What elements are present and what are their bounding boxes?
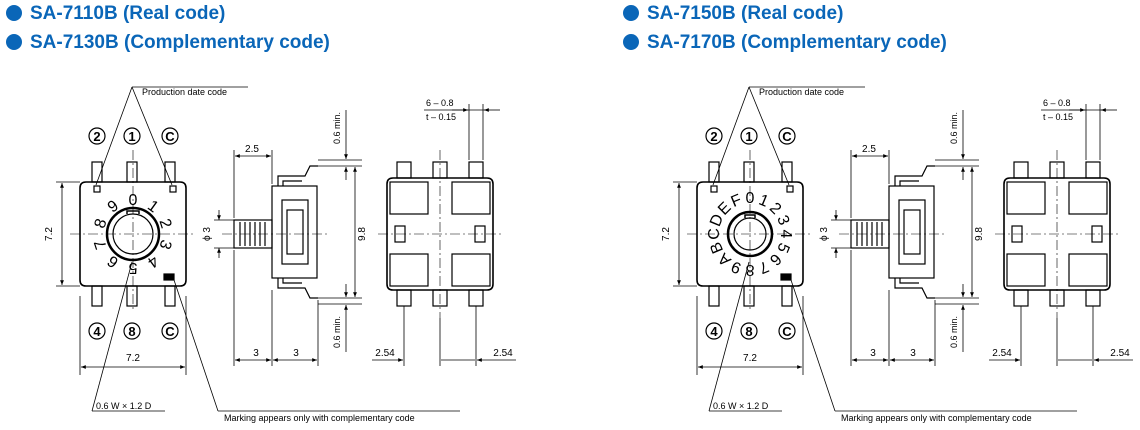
dim-pitch: 2.54 <box>1110 348 1130 359</box>
dial-digit: C <box>706 228 723 240</box>
dim-overall-height: 9.8 <box>357 227 368 241</box>
side-view-right <box>839 165 947 299</box>
pin-label-top: 2 <box>710 129 717 144</box>
lead-thickness-label: t – 0.15 <box>426 112 456 122</box>
pin-label-bottom: 8 <box>128 324 135 339</box>
dial-digit: 9 <box>105 197 122 216</box>
marking-note-label: Marking appears only with complementary … <box>224 413 415 423</box>
pin-label-bottom: C <box>782 324 792 339</box>
switch-body <box>79 181 187 287</box>
dial-digit: 8 <box>745 261 754 278</box>
dim-half-width: 3 <box>253 348 259 359</box>
heading-left-2: SA-7130B (Complementary code) <box>6 33 330 53</box>
pin-label-bottom: 8 <box>745 324 752 339</box>
drawing-set-right: 0 1 2 3 4 5 6 7 8 9 A B C D E F 2 1 C 4 <box>661 86 1133 423</box>
pin-bottom-8 <box>126 285 138 307</box>
dim-overall-height: 9.8 <box>974 227 985 241</box>
heading-right-2: SA-7170B (Complementary code) <box>623 33 947 53</box>
heading-left-1: SA-7110B (Real code) <box>6 4 225 24</box>
dial-digit: 0 <box>129 192 138 209</box>
bullet-icon <box>623 34 639 50</box>
marking-note-label: Marking appears only with complementary … <box>841 413 1032 423</box>
front-view-left <box>70 150 196 310</box>
marking-square <box>163 273 175 281</box>
pin-label-bottom: C <box>165 324 175 339</box>
pin-size-label: 0.6 W × 1.2 D <box>96 401 152 411</box>
pin-labels-left: 2 1 C 4 8 C <box>88 127 179 340</box>
bottom-view-left <box>378 150 502 318</box>
corner-mark <box>169 185 177 193</box>
dim-lead-min-bottom: 0.6 min. <box>949 316 959 348</box>
dim-half-width: 3 <box>293 348 299 359</box>
bullet-icon <box>623 5 639 21</box>
dim-shaft-dia: ϕ 3 <box>202 227 213 241</box>
dial-digit: 7 <box>756 257 771 276</box>
bottom-view-right <box>995 150 1119 318</box>
heading-right-1: SA-7150B (Real code) <box>623 4 843 24</box>
pin-label-top: 1 <box>745 129 752 144</box>
dial-digit: 6 <box>105 252 122 271</box>
dim-lead-min-top: 0.6 min. <box>332 112 342 144</box>
heading-left-1-text: SA-7110B (Real code) <box>30 3 226 24</box>
dim-half-width: 3 <box>870 348 876 359</box>
dial-digit: 5 <box>128 259 137 276</box>
dim-body-width: 7.2 <box>126 353 140 364</box>
dim-pitch: 2.54 <box>493 348 513 359</box>
dial-digit: 1 <box>144 197 161 216</box>
dim-lead-min-top: 0.6 min. <box>949 112 959 144</box>
dim-knob-offset: 2.5 <box>862 144 876 155</box>
dial-digit: 4 <box>777 230 794 239</box>
dial-digit: 2 <box>155 217 174 231</box>
dial-digit: 3 <box>155 237 174 251</box>
heading-right-2-text: SA-7170B (Complementary code) <box>647 32 947 53</box>
pin-labels-right: 2 1 C 4 8 C <box>705 127 796 340</box>
dial-digit: 0 <box>746 190 755 207</box>
pin-top-1 <box>126 161 138 183</box>
bullet-icon <box>6 34 22 50</box>
lead-width-label: 6 – 0.8 <box>1043 98 1071 108</box>
pin-bottom-4 <box>91 285 103 307</box>
pin-bottom-c <box>164 285 176 307</box>
dim-pitch: 2.54 <box>375 348 395 359</box>
drawing-set-left: 0 1 2 3 4 5 6 7 8 9 2 1 C 4 8 C <box>44 86 516 423</box>
dial-digit: 4 <box>144 252 161 271</box>
dim-half-width: 3 <box>910 348 916 359</box>
dim-body-height: 7.2 <box>44 227 55 241</box>
dim-pitch: 2.54 <box>992 348 1012 359</box>
heading-right-1-text: SA-7150B (Real code) <box>647 3 844 24</box>
front-view-right <box>687 150 813 310</box>
pin-label-top: 1 <box>128 129 135 144</box>
pin-label-top: 2 <box>93 129 100 144</box>
side-view-left <box>222 165 330 299</box>
production-date-code-label: Production date code <box>142 87 227 97</box>
pin-label-bottom: 4 <box>93 324 101 339</box>
dim-body-height: 7.2 <box>661 227 672 241</box>
dial-digit: 8 <box>92 217 111 231</box>
corner-mark <box>93 185 101 193</box>
lead-width-label: 6 – 0.8 <box>426 98 454 108</box>
pin-label-top: C <box>165 129 175 144</box>
dim-shaft-dia: ϕ 3 <box>819 227 830 241</box>
heading-left-2-text: SA-7130B (Complementary code) <box>30 32 330 53</box>
pin-size-label: 0.6 W × 1.2 D <box>713 401 769 411</box>
dim-lead-min-bottom: 0.6 min. <box>332 316 342 348</box>
lead-thickness-label: t – 0.15 <box>1043 112 1073 122</box>
dial-digit: 7 <box>92 237 111 251</box>
pin-label-top: C <box>782 129 792 144</box>
production-date-code-label: Production date code <box>759 87 844 97</box>
pin-label-bottom: 4 <box>710 324 718 339</box>
dim-knob-offset: 2.5 <box>245 144 259 155</box>
bullet-icon <box>6 5 22 21</box>
dim-body-width: 7.2 <box>743 353 757 364</box>
dial-digit: 3 <box>773 213 792 228</box>
